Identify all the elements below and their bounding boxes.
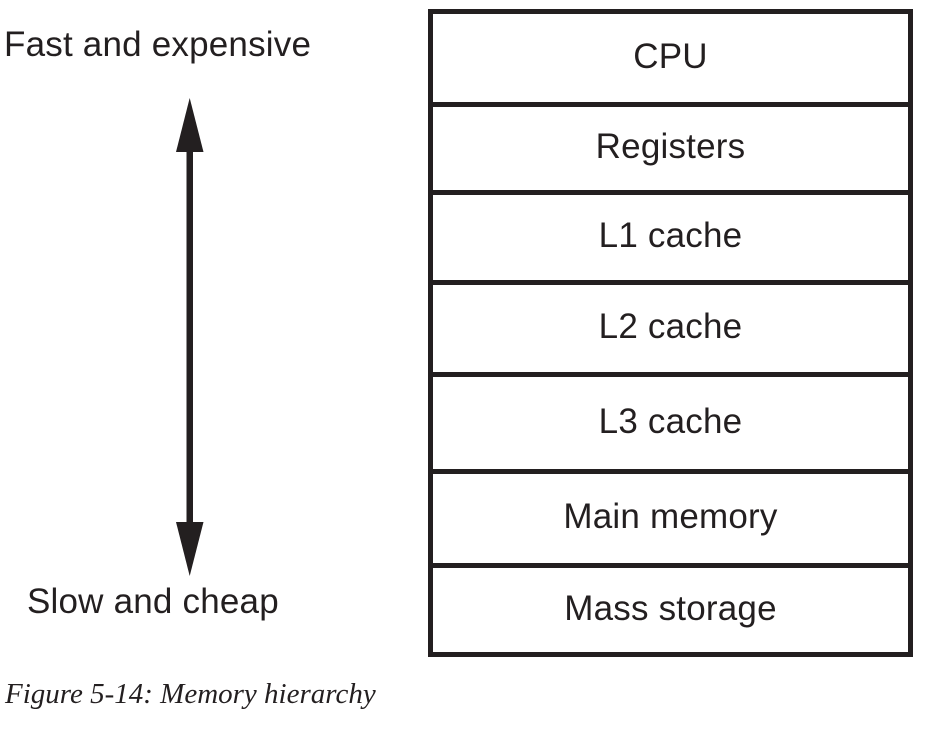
hierarchy-level-mass-storage: Mass storage <box>433 568 908 652</box>
hierarchy-level-label: Registers <box>595 127 746 166</box>
hierarchy-level-label: CPU <box>633 36 708 76</box>
hierarchy-level-l2-cache: L2 cache <box>433 285 908 377</box>
scale-label-slow: Slow and cheap <box>27 582 279 621</box>
memory-hierarchy-stack: CPU Registers L1 cache L2 cache L3 cache… <box>428 9 913 657</box>
hierarchy-level-l1-cache: L1 cache <box>433 195 908 285</box>
hierarchy-level-label: L1 cache <box>598 216 743 255</box>
hierarchy-level-cpu: CPU <box>433 14 908 107</box>
hierarchy-level-main-memory: Main memory <box>433 474 908 568</box>
hierarchy-level-registers: Registers <box>433 107 908 195</box>
hierarchy-level-l3-cache: L3 cache <box>433 377 908 474</box>
hierarchy-level-label: Mass storage <box>564 588 777 628</box>
figure-caption: Figure 5-14: Memory hierarchy <box>5 678 376 710</box>
double-headed-vertical-arrow-icon <box>160 94 220 580</box>
scale-label-fast: Fast and expensive <box>4 25 312 64</box>
hierarchy-level-label: Main memory <box>563 497 778 536</box>
hierarchy-level-label: L3 cache <box>598 401 743 441</box>
hierarchy-level-label: L2 cache <box>598 307 743 346</box>
